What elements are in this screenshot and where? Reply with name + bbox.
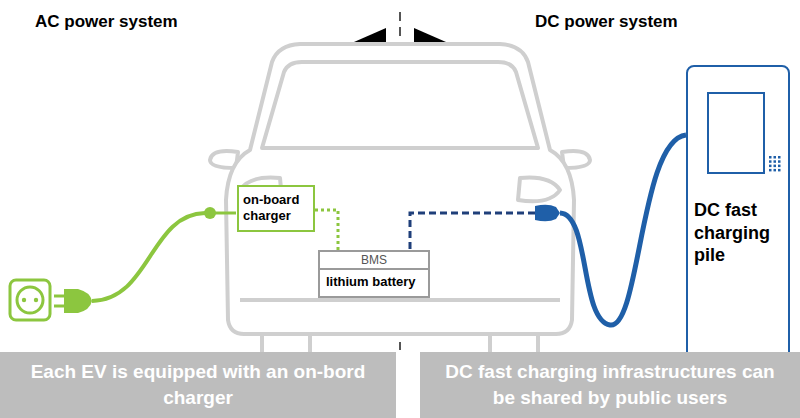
node-text: BMS [320,252,428,270]
node-text: on-board charger [243,192,309,225]
power-line [560,135,686,325]
charger-box: on-board charger [237,185,315,232]
ac-cable [92,213,205,301]
power-line [315,210,338,250]
caption-band: DC fast charging infrastructures can be … [420,352,800,418]
node-text: Each EV is equipped with an on-bord char… [14,359,382,410]
wall-outlet [10,280,50,320]
ac-plug [54,289,92,313]
power-link [315,210,338,250]
section-title: DC power system [535,12,678,32]
power-line [410,213,535,250]
pile-keypad [768,155,782,173]
power-link [410,135,686,325]
pile-screen [707,92,765,174]
caption-band: Each EV is equipped with an on-bord char… [0,352,396,418]
node-text: DC fast charging pile [694,199,784,267]
battery-box: BMSlithium battery [318,250,430,298]
node-text: DC fast charging infrastructures can be … [434,359,786,410]
node-text: lithium battery [320,270,428,295]
dc-connector [535,205,560,222]
ac-inlet-wire [214,212,236,215]
section-title: AC power system [35,12,178,32]
car-outline [210,44,590,360]
